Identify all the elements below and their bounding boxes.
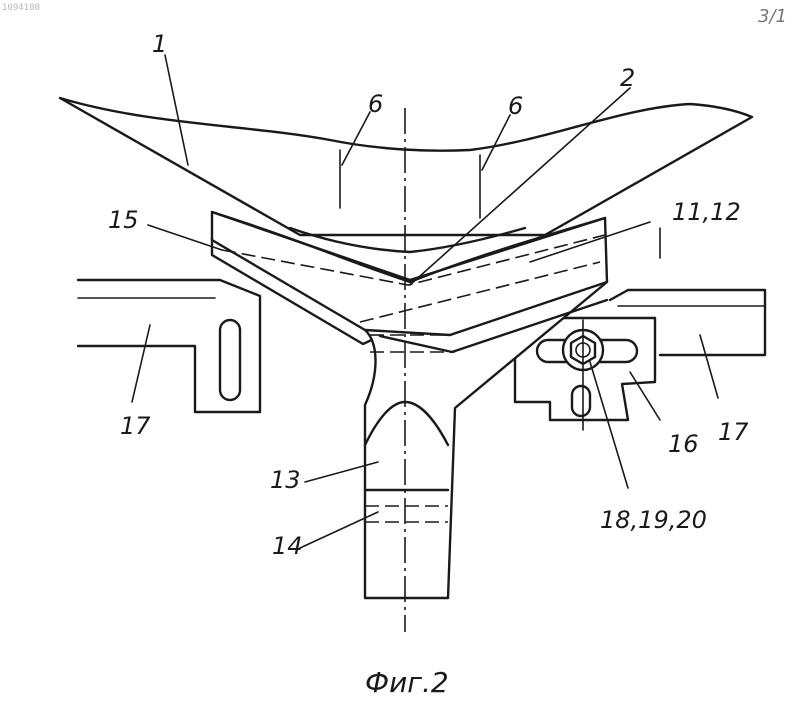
label-13: 13 (270, 466, 301, 494)
bracket-slot (572, 386, 590, 416)
label-17-left: 17 (120, 412, 151, 440)
label-15: 15 (108, 206, 139, 234)
label-18-19-20: 18,19,20 (600, 506, 707, 534)
label-6-right: 6 (508, 92, 523, 120)
sheet-mark: 3/1 (758, 6, 787, 27)
label-1: 1 (152, 30, 167, 58)
left-slot-hole (220, 320, 240, 400)
figure-caption: Фиг.2 (365, 666, 449, 699)
label-16: 16 (668, 430, 699, 458)
label-14: 14 (272, 532, 303, 560)
label-11-12: 11,12 (672, 198, 741, 226)
label-17-right: 17 (718, 418, 749, 446)
label-2: 2 (620, 64, 635, 92)
label-6-left: 6 (368, 90, 383, 118)
hopper-1 (60, 98, 752, 235)
corner-mark: 1094180 (2, 3, 40, 13)
left-guide-rail (78, 280, 260, 412)
